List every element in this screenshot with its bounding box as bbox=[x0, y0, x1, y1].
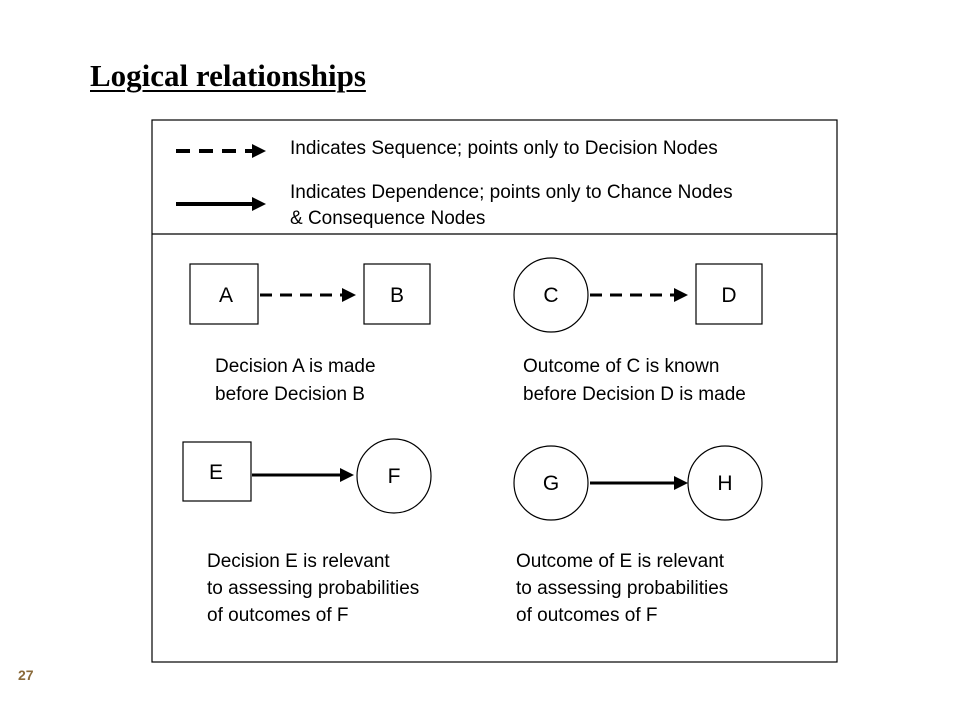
legend-sequence-label: Indicates Sequence; points only to Decis… bbox=[290, 138, 718, 159]
node-label-c: C bbox=[543, 284, 558, 307]
decision-node-d bbox=[695, 263, 763, 325]
caption-cd-line1: Outcome of C is known bbox=[523, 356, 719, 377]
chance-node-h bbox=[687, 445, 763, 521]
arrowhead-icon bbox=[342, 288, 356, 302]
legend-dependence-label-2: & Consequence Nodes bbox=[290, 208, 485, 229]
arrowhead-icon bbox=[340, 468, 354, 482]
caption-cd-line2: before Decision D is made bbox=[523, 384, 746, 405]
legend-dependence: Indicates Dependence; points only to Cha… bbox=[176, 182, 733, 229]
example-gh: G H Outcome of E is relevant to assessin… bbox=[513, 445, 763, 626]
caption-ef-line3: of outcomes of F bbox=[207, 605, 349, 626]
arrowhead-icon bbox=[252, 144, 266, 158]
arrowhead-icon bbox=[674, 288, 688, 302]
decision-node-e bbox=[182, 441, 252, 502]
decision-node-a bbox=[189, 263, 259, 325]
node-label-b: B bbox=[390, 284, 404, 307]
arrowhead-icon bbox=[252, 197, 266, 211]
caption-ab-line2: before Decision B bbox=[215, 384, 365, 405]
node-label-d: D bbox=[721, 284, 736, 307]
node-label-e: E bbox=[209, 461, 223, 484]
diagram-frame bbox=[151, 119, 838, 663]
chance-node-c bbox=[513, 257, 589, 333]
decision-node-b bbox=[363, 263, 431, 325]
caption-gh-line1: Outcome of E is relevant bbox=[516, 551, 725, 572]
example-ef: E F Decision E is relevant to assessing … bbox=[182, 438, 432, 626]
caption-ef-line1: Decision E is relevant bbox=[207, 551, 390, 572]
legend-dependence-label: Indicates Dependence; points only to Cha… bbox=[290, 182, 733, 203]
node-label-a: A bbox=[219, 284, 233, 307]
node-label-h: H bbox=[717, 472, 732, 495]
arrowhead-icon bbox=[674, 476, 688, 490]
caption-ef-line2: to assessing probabilities bbox=[207, 578, 419, 599]
chance-node-f bbox=[356, 438, 432, 514]
caption-gh-line3: of outcomes of F bbox=[516, 605, 658, 626]
caption-ab-line1: Decision A is made bbox=[215, 356, 376, 377]
example-ab: A B Decision A is made before Decision B bbox=[189, 263, 431, 405]
example-cd: C D Outcome of C is known before Decisio… bbox=[513, 257, 763, 405]
slide-number: 27 bbox=[18, 667, 34, 683]
legend-sequence: Indicates Sequence; points only to Decis… bbox=[176, 138, 718, 159]
node-label-f: F bbox=[388, 465, 401, 488]
node-label-g: G bbox=[543, 472, 559, 495]
chance-node-g bbox=[513, 445, 589, 521]
caption-gh-line2: to assessing probabilities bbox=[516, 578, 728, 599]
slide-title: Logical relationships bbox=[90, 58, 366, 93]
